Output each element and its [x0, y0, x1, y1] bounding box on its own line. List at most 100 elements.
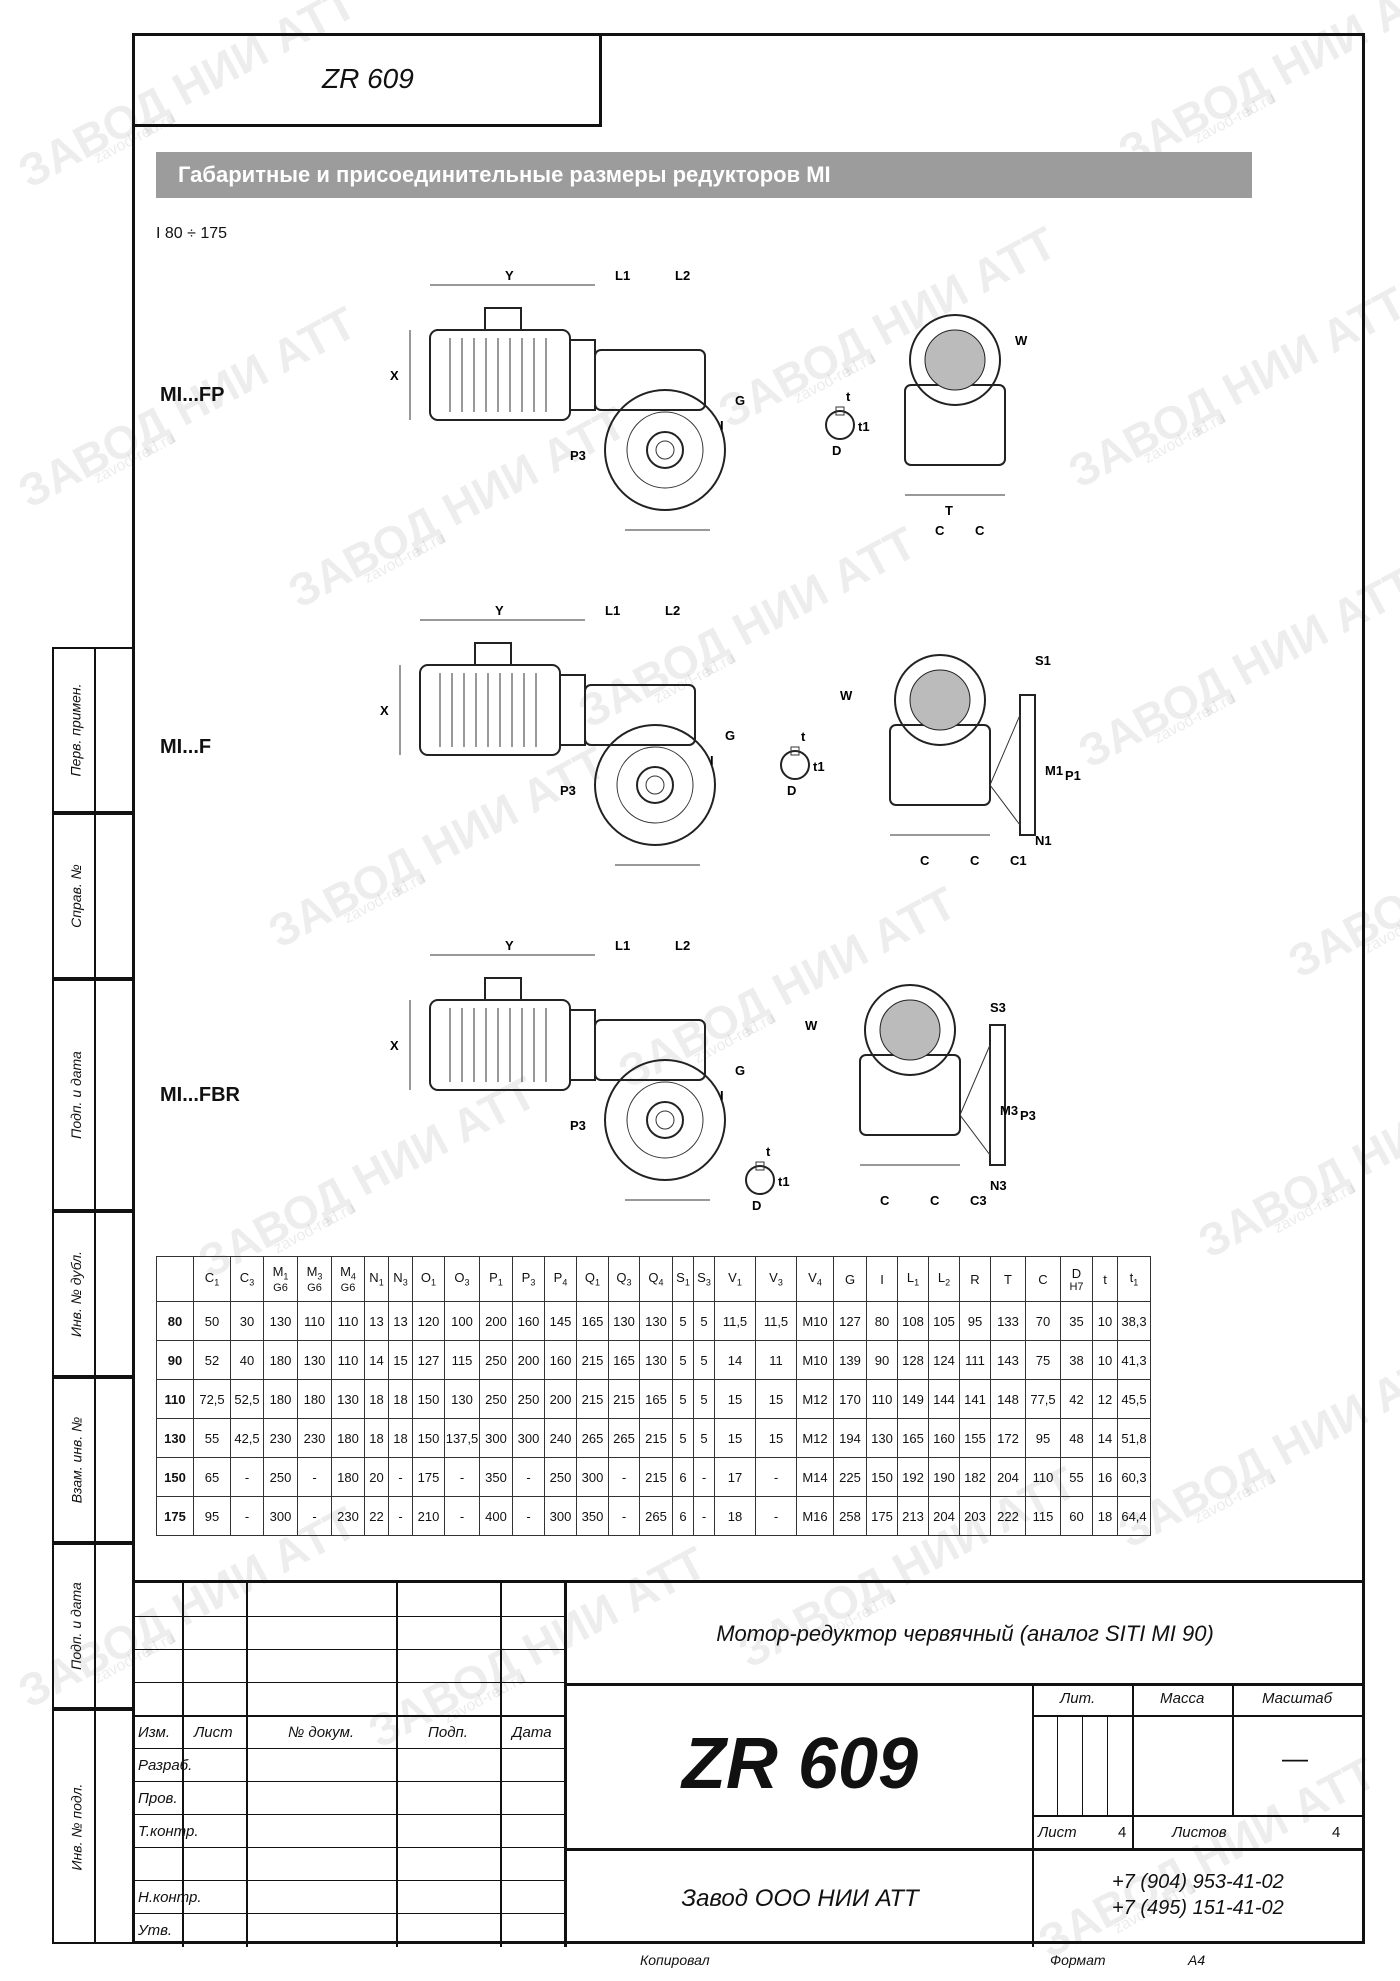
- column-header: L2: [928, 1256, 960, 1302]
- dimension-label: N1: [1035, 833, 1052, 848]
- table-cell: 5: [672, 1418, 694, 1458]
- table-cell: 115: [1025, 1496, 1061, 1536]
- table-cell: 133: [990, 1301, 1026, 1341]
- table-cell: 77,5: [1025, 1379, 1061, 1419]
- sheets-value: 4: [1332, 1824, 1341, 1841]
- column-header: O3: [444, 1256, 480, 1302]
- keyway: [790, 746, 800, 756]
- table-cell: 110: [866, 1379, 898, 1419]
- table-cell: -: [297, 1457, 332, 1497]
- model-label-fbr: MI...FBR: [160, 1084, 240, 1106]
- table-cell: 190: [928, 1457, 960, 1497]
- table-cell: M12: [796, 1418, 834, 1458]
- worm-housing: [594, 1019, 706, 1081]
- table-cell: 124: [928, 1340, 960, 1380]
- table-cell: 13: [364, 1301, 389, 1341]
- table-cell: 148: [990, 1379, 1026, 1419]
- table-cell: -: [693, 1457, 715, 1497]
- adapter-flange: [569, 1009, 596, 1081]
- dimension-label: Y: [505, 268, 514, 283]
- table-cell: 192: [897, 1457, 929, 1497]
- table-cell: 127: [412, 1340, 445, 1380]
- dimension-label: t1: [813, 759, 825, 774]
- table-cell: 300: [263, 1496, 298, 1536]
- side-cell: Инв. № дубл.: [52, 1211, 132, 1377]
- keyway: [835, 406, 845, 416]
- table-cell: 182: [959, 1457, 991, 1497]
- dimension-label: t: [846, 389, 851, 404]
- table-cell: 105: [928, 1301, 960, 1341]
- motor-front: [864, 984, 956, 1076]
- motor-fan-grille: [879, 999, 941, 1061]
- dimension-label: D: [832, 443, 841, 458]
- output-bore: [636, 766, 674, 804]
- table-cell: 30: [230, 1301, 264, 1341]
- table-cell: 230: [331, 1496, 365, 1536]
- table-cell: 17: [714, 1457, 756, 1497]
- table-cell: 13: [388, 1301, 413, 1341]
- col-data: Дата: [512, 1724, 552, 1741]
- column-header: S1: [672, 1256, 694, 1302]
- section-banner: Габаритные и присоединительные размеры р…: [156, 152, 1252, 198]
- table-cell: 150: [412, 1418, 445, 1458]
- dimension-label: W: [1015, 333, 1028, 348]
- table-cell: 100: [444, 1301, 480, 1341]
- table-cell: 230: [263, 1418, 298, 1458]
- format-label: Формат: [1050, 1952, 1106, 1968]
- table-cell: 215: [608, 1379, 640, 1419]
- table-cell: 48: [1060, 1418, 1093, 1458]
- table-cell: 5: [672, 1301, 694, 1341]
- table-cell: 165: [608, 1340, 640, 1380]
- row-size: 175: [156, 1496, 194, 1536]
- dimension-label: D: [787, 783, 796, 798]
- row-tkontr: Т.контр.: [138, 1823, 199, 1840]
- table-cell: 18: [364, 1418, 389, 1458]
- table-cell: 160: [928, 1418, 960, 1458]
- table-cell: 210: [412, 1496, 445, 1536]
- masshtab-label: Масштаб: [1262, 1690, 1333, 1707]
- table-cell: 70: [1025, 1301, 1061, 1341]
- table-cell: 115: [444, 1340, 480, 1380]
- side-cell-label: Перв. примен.: [68, 683, 84, 777]
- table-cell: 22: [364, 1496, 389, 1536]
- table-cell: M14: [796, 1457, 834, 1497]
- column-header: Q1: [576, 1256, 609, 1302]
- table-cell: -: [755, 1496, 797, 1536]
- table-cell: 215: [639, 1418, 673, 1458]
- table-cell: 160: [512, 1301, 545, 1341]
- table-cell: 203: [959, 1496, 991, 1536]
- table-cell: 38,3: [1117, 1301, 1151, 1341]
- table-cell: 222: [990, 1496, 1026, 1536]
- side-cell: Подп. и дата: [52, 979, 132, 1211]
- shaft-section: [780, 750, 810, 780]
- table-cell: 215: [576, 1340, 609, 1380]
- row-prov: Пров.: [138, 1790, 178, 1807]
- column-header: C3: [230, 1256, 264, 1302]
- dimension-label: M3: [1000, 1103, 1018, 1118]
- table-cell: 95: [959, 1301, 991, 1341]
- col-list: Лист: [194, 1724, 233, 1741]
- table-cell: 14: [364, 1340, 389, 1380]
- table-cell: 265: [608, 1418, 640, 1458]
- column-header: t: [1092, 1256, 1118, 1302]
- title-code: ZR 609: [322, 63, 414, 94]
- dimension-label: L2: [675, 268, 690, 283]
- output-hole: [655, 440, 675, 460]
- column-header: C: [1025, 1256, 1061, 1302]
- table-cell: 6: [672, 1496, 694, 1536]
- table-cell: 5: [672, 1340, 694, 1380]
- dimension-label: C: [970, 853, 980, 868]
- output-flange: [1019, 694, 1036, 836]
- side-cell: Подп. и дата: [52, 1543, 132, 1709]
- output-bore: [646, 431, 684, 469]
- table-cell: 108: [897, 1301, 929, 1341]
- table-cell: -: [230, 1496, 264, 1536]
- column-header: P1: [479, 1256, 513, 1302]
- table-cell: 5: [693, 1379, 715, 1419]
- table-cell: 139: [833, 1340, 867, 1380]
- table-cell: 130: [639, 1301, 673, 1341]
- table-cell: 130: [263, 1301, 298, 1341]
